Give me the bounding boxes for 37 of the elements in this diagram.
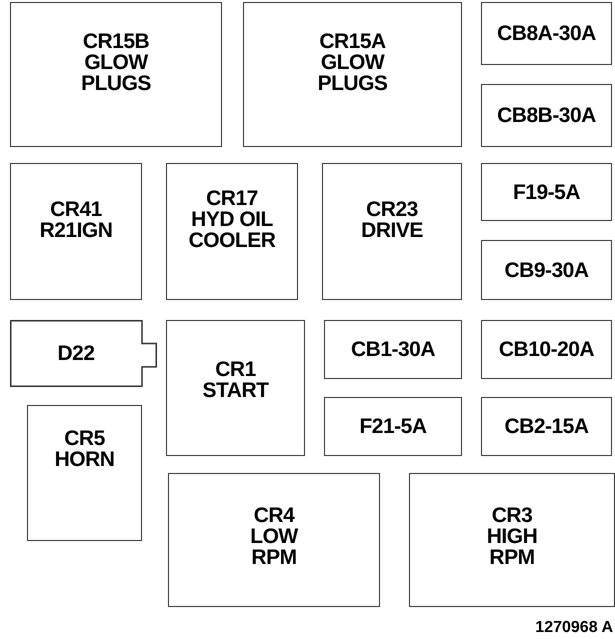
component-label: CR41 R21IGN <box>40 198 112 240</box>
component-label: CB8B-30A <box>497 105 596 126</box>
component-label: CR17 HYD OIL COOLER <box>188 188 276 251</box>
relay-block <box>27 405 142 541</box>
relay-block <box>322 163 462 300</box>
component-label: CR3 HIGH RPM <box>486 504 538 568</box>
relay-block <box>10 2 222 147</box>
component-label: CR5 HORN <box>54 428 114 470</box>
part-number: 1270968 A <box>535 619 613 637</box>
relay-block <box>481 320 612 379</box>
relay-block <box>166 320 305 456</box>
component-label: CB2-15A <box>504 416 589 437</box>
component-label: CB9-30A <box>504 260 589 280</box>
relay-block <box>481 84 612 147</box>
relay-block <box>243 2 462 147</box>
relay-block <box>409 473 615 607</box>
relay-block <box>324 320 462 379</box>
component-label: CR4 LOW RPM <box>250 504 298 568</box>
component-label: CR1 START <box>202 359 268 401</box>
component-label: CB10-20A <box>498 339 594 360</box>
component-label: F19-5A <box>512 182 580 202</box>
component-label: D22 <box>57 343 95 364</box>
component-label: CB8A-30A <box>497 23 596 44</box>
component-label: CR15B GLOW PLUGS <box>81 31 151 94</box>
relay-block <box>168 473 380 607</box>
component-label: F21-5A <box>359 416 427 437</box>
relay-block <box>10 320 157 387</box>
relay-block <box>481 163 612 221</box>
component-label: CR15A GLOW PLUGS <box>318 31 388 94</box>
component-label: CB1-30A <box>350 339 436 360</box>
relay-block <box>481 240 612 300</box>
relay-block <box>481 2 612 65</box>
relay-block <box>166 163 298 300</box>
relay-block <box>10 163 142 300</box>
relay-block <box>481 397 612 456</box>
component-label: CR23 DRIVE <box>361 198 423 240</box>
relay-block <box>324 397 462 456</box>
